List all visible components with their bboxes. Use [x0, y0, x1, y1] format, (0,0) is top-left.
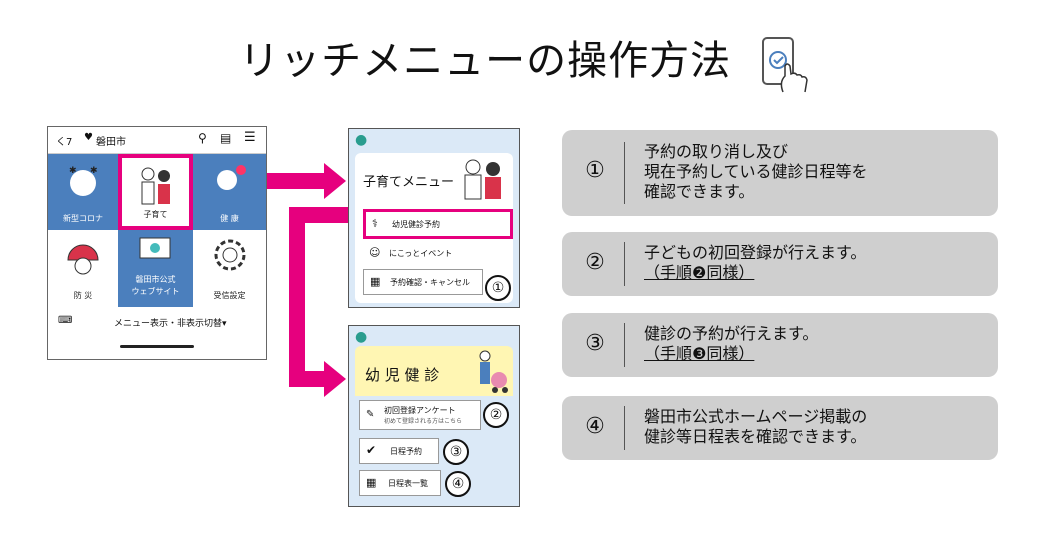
smile-icon: ☺ — [369, 246, 381, 259]
health-icon — [217, 165, 246, 190]
note-icon[interactable]: ▤ — [220, 131, 232, 145]
info-1-line-2: 現在予約している健診日程等を — [644, 162, 868, 181]
search-icon[interactable]: ⚲ — [198, 131, 207, 145]
arrow-to-kenshin-head — [324, 361, 346, 397]
info-2-link[interactable]: （手順❷同様） — [644, 263, 755, 282]
marker-4: ④ — [445, 471, 471, 497]
arrow-down-shaft-horizontal — [289, 207, 357, 223]
helmet-icon — [67, 244, 99, 275]
kenshin-header-title: 幼 児 健 診 — [365, 366, 440, 384]
arrow-down-shaft-vertical — [289, 207, 305, 387]
info-1-divider — [624, 142, 625, 204]
tile-corona[interactable]: ✱✱ 新型コロナ — [48, 154, 118, 230]
info-4-line-2: 健診等日程表を確認できます。 — [644, 427, 867, 446]
heart-icon: ♥ — [84, 132, 93, 143]
menu-item-reservation-check-label: 予約確認・キャンセル — [390, 278, 470, 287]
info-1-line-1: 予約の取り消し及び — [644, 142, 789, 161]
stroller-family-icon — [479, 350, 508, 393]
info-4-number: ④ — [585, 414, 605, 439]
page-title: リッチメニューの操作方法 — [0, 28, 1052, 94]
menu-item-first-survey-label: 初回登録アンケート — [384, 406, 456, 415]
tile-website-label-2: ウェブサイト — [131, 287, 180, 296]
calendar-icon: ▦ — [370, 275, 381, 288]
marker-3: ③ — [443, 439, 469, 465]
tile-website-label-1: 磐田市公式 — [135, 275, 176, 284]
tile-kenko[interactable]: 健 康 — [193, 154, 266, 230]
tile-corona-label: 新型コロナ — [63, 214, 103, 223]
kenshin-menu-phone: ● 幼 児 健 診 ✎ 初回登録アンケート 初めて登録される方はこちら ✔ 日程… — [348, 325, 520, 507]
tile-settings[interactable]: 受信設定 — [193, 230, 266, 307]
menu-item-schedule-reserve[interactable]: ✔ 日程予約 — [359, 438, 439, 464]
info-3-divider — [624, 323, 625, 367]
smartphone-tap-icon — [761, 37, 808, 93]
stethoscope-icon: ⚕ — [372, 217, 378, 230]
info-2-divider — [624, 242, 625, 286]
menu-icon[interactable]: ☰ — [244, 130, 256, 145]
info-box-1: ① 予約の取り消し及び 現在予約している健診日程等を 確認できます。 — [562, 130, 998, 216]
keyboard-icon[interactable]: ⌨ — [58, 315, 73, 326]
tile-website[interactable]: 磐田市公式 ウェブサイト — [118, 230, 193, 307]
svg-text:✱: ✱ — [90, 166, 98, 176]
tile-settings-label: 受信設定 — [213, 291, 246, 300]
menu-item-schedule-list[interactable]: ▦ 日程表一覧 — [359, 470, 441, 496]
info-3-text: 健診の予約が行えます。 （手順❸同様） — [644, 324, 818, 364]
tile-kosodate-label: 子育て — [143, 210, 168, 219]
kenshin-header: 幼 児 健 診 — [355, 346, 513, 396]
app-logo-icon: ● — [355, 132, 368, 148]
family-icon — [141, 167, 170, 205]
svg-text:✱: ✱ — [69, 166, 77, 176]
app-logo-icon: ● — [355, 329, 368, 345]
info-2-number: ② — [585, 250, 605, 275]
info-box-2: ② 子どもの初回登録が行えます。 （手順❷同様） — [562, 232, 998, 296]
menu-item-schedule-list-label: 日程表一覧 — [388, 479, 428, 488]
arrow-to-kosodate-head — [324, 163, 346, 199]
kosodate-menu-card: 子育てメニュー ⚕ 幼児健診予約 ☺ にこっとイベント ▦ 予約確認・キャンセル — [355, 153, 513, 303]
info-2-line-1: 子どもの初回登録が行えます。 — [644, 243, 867, 262]
corona-character-icon: ✱✱ — [69, 166, 98, 196]
info-3-number: ③ — [585, 331, 605, 356]
menu-item-event-label: にこっとイベント — [389, 249, 453, 258]
phone-footer: ⌨ メニュー表示・非表示切替▾ — [48, 307, 266, 358]
title-text: リッチメニューの操作方法 — [239, 38, 732, 84]
info-box-3: ③ 健診の予約が行えます。 （手順❸同様） — [562, 313, 998, 377]
menu-item-first-survey-sub: 初めて登録される方はこちら — [384, 418, 463, 425]
info-box-4: ④ 磐田市公式ホームページ掲載の 健診等日程表を確認できます。 — [562, 396, 998, 460]
menu-item-first-survey[interactable]: ✎ 初回登録アンケート 初めて登録される方はこちら — [359, 400, 481, 430]
phone-header: く7 ♥ 磐田市 ⚲ ▤ ☰ — [48, 127, 266, 154]
website-icon — [139, 237, 171, 259]
info-4-text: 磐田市公式ホームページ掲載の 健診等日程表を確認できます。 — [644, 407, 867, 447]
menu-toggle[interactable]: メニュー表示・非表示切替▾ — [114, 319, 227, 329]
calendar-icon: ▦ — [366, 476, 377, 489]
parent-child-icon — [464, 159, 501, 200]
info-1-text: 予約の取り消し及び 現在予約している健診日程等を 確認できます。 — [644, 142, 868, 202]
menu-item-event[interactable]: ☺ にこっとイベント — [363, 241, 507, 265]
menu-item-infant-checkup[interactable]: ⚕ 幼児健診予約 — [363, 209, 513, 239]
tile-bosai-label: 防 災 — [73, 291, 93, 300]
rich-menu-phone: く7 ♥ 磐田市 ⚲ ▤ ☰ ✱✱ 新型コロナ 子育て 健 康 防 災 — [47, 126, 267, 360]
info-4-line-1: 磐田市公式ホームページ掲載の — [644, 407, 868, 426]
tile-kenko-label: 健 康 — [220, 214, 239, 223]
info-3-line-1: 健診の予約が行えます。 — [644, 324, 819, 343]
menu-item-schedule-reserve-label: 日程予約 — [390, 447, 422, 456]
kosodate-menu-header: 子育てメニュー — [363, 175, 455, 190]
marker-2: ② — [483, 402, 509, 428]
kosodate-menu-phone: ● 子育てメニュー ⚕ 幼児健診予約 ☺ にこっとイベント ▦ 予約確認・キャン… — [348, 128, 520, 308]
back-button[interactable]: く7 — [56, 137, 73, 148]
info-3-link[interactable]: （手順❸同様） — [644, 344, 755, 363]
menu-item-infant-checkup-label: 幼児健診予約 — [392, 220, 440, 229]
tile-bosai[interactable]: 防 災 — [48, 230, 118, 307]
checkmark-icon: ✔ — [366, 443, 377, 457]
info-4-divider — [624, 406, 625, 450]
account-name: 磐田市 — [96, 137, 126, 148]
arrow-down-shaft-bottom — [289, 371, 326, 387]
home-indicator — [120, 345, 194, 348]
info-1-line-3: 確認できます。 — [644, 182, 755, 201]
marker-1: ① — [485, 275, 511, 301]
menu-item-reservation-check[interactable]: ▦ 予約確認・キャンセル — [363, 269, 483, 295]
gear-icon — [214, 239, 246, 271]
info-2-text: 子どもの初回登録が行えます。 （手順❷同様） — [644, 243, 866, 283]
tile-kosodate[interactable]: 子育て — [118, 154, 193, 230]
info-1-number: ① — [585, 158, 605, 183]
pencil-icon: ✎ — [366, 409, 375, 420]
